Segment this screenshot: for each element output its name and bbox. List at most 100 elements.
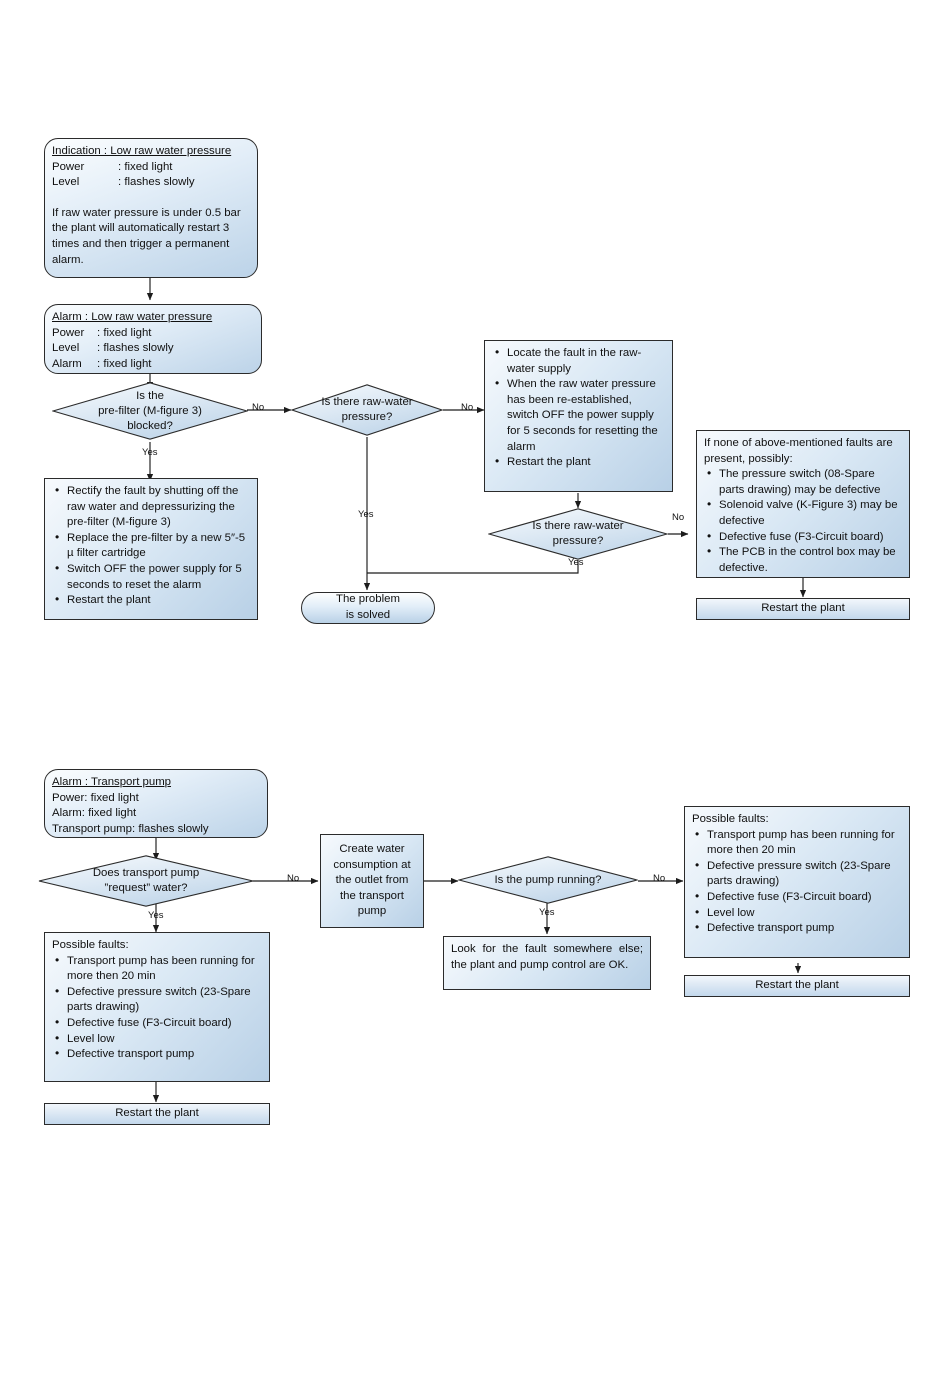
possible-faults-right-list: Transport pump has been running for more… bbox=[692, 827, 902, 937]
indication-row-1-value: : flashes slowly bbox=[118, 176, 195, 189]
decision-rawwater-1-line1: Is there raw-water bbox=[321, 396, 413, 408]
label-prefilter-no: No bbox=[252, 402, 265, 413]
indication-header: Indication : Low raw water pressure bbox=[52, 145, 232, 157]
decision-pump-request-shape bbox=[38, 855, 254, 907]
alarm1-row-2: Alarm : fixed light bbox=[52, 357, 254, 373]
decision-pump-running-line1: Is the pump running? bbox=[494, 873, 602, 886]
label-pump-running-no: No bbox=[653, 873, 666, 884]
node-look-elsewhere: Look for the fault somewhere else; the p… bbox=[443, 936, 651, 990]
node-action-supply: Locate the fault in the raw-water supply… bbox=[484, 340, 673, 492]
alarm1-row-0-key: Power bbox=[52, 326, 85, 339]
label-pump-running-yes: Yes bbox=[539, 907, 555, 918]
look-elsewhere-text: Look for the fault somewhere else; the p… bbox=[451, 943, 643, 971]
possible-faults-1-item-1: Solenoid valve (K-Figure 3) may be defec… bbox=[707, 497, 902, 529]
decision-rawwater-1-shape bbox=[291, 384, 443, 436]
possible-faults-1-item-0: The pressure switch (08-Spare parts draw… bbox=[707, 466, 902, 498]
decision-rawwater-1: Is there raw-water pressure? bbox=[291, 384, 443, 436]
action-prefilter-item-0: Rectify the fault by shutting off the ra… bbox=[55, 483, 250, 531]
create-consumption-line-1: consumption at bbox=[333, 858, 411, 871]
decision-pump-request-line2: ”request” water? bbox=[104, 882, 188, 894]
create-consumption-line-3: the transport bbox=[340, 889, 404, 902]
node-action-prefilter: Rectify the fault by shutting off the ra… bbox=[44, 478, 258, 620]
create-consumption-line-4: pump bbox=[357, 905, 387, 918]
node-alarm-low-raw-water: Alarm : Low raw water pressure Power : f… bbox=[44, 304, 262, 374]
decision-prefilter-shape bbox=[52, 382, 248, 440]
problem-solved-line1: The problem bbox=[336, 593, 400, 606]
possible-faults-right-item-1: Defective pressure switch (23-Spare part… bbox=[695, 858, 902, 890]
action-prefilter-list: Rectify the fault by shutting off the ra… bbox=[52, 483, 250, 609]
action-prefilter-item-3: Restart the plant bbox=[55, 592, 250, 609]
possible-faults-left-item-3: Level low bbox=[55, 1031, 262, 1048]
possible-faults-right-item-0: Transport pump has been running for more… bbox=[695, 827, 902, 859]
alarm1-row-0-value: : fixed light bbox=[97, 326, 152, 339]
node-problem-solved: The problem is solved bbox=[301, 592, 435, 624]
indication-note: If raw water pressure is under 0.5 bar t… bbox=[52, 206, 241, 266]
decision-pump-running-shape bbox=[458, 856, 638, 904]
alarm2-row-1: Alarm: fixed light bbox=[52, 806, 260, 822]
possible-faults-1-item-3: The PCB in the control box may be defect… bbox=[707, 544, 902, 576]
decision-rawwater-2: Is there raw-water pressure? bbox=[488, 508, 668, 560]
create-consumption-text: Create water consumption at the outlet f… bbox=[333, 842, 410, 920]
alarm2-row-2-key: Transport pump: bbox=[52, 822, 136, 835]
node-indication: Indication : Low raw water pressure Powe… bbox=[44, 138, 258, 278]
indication-row-0-key: Power bbox=[52, 160, 85, 173]
decision-pump-running: Is the pump running? bbox=[458, 856, 638, 904]
node-possible-faults-left: Possible faults: Transport pump has been… bbox=[44, 932, 270, 1082]
decision-pump-running-text: Is the pump running? bbox=[458, 856, 638, 904]
possible-faults-1-lead: If none of above-mentioned faults are pr… bbox=[704, 437, 893, 465]
alarm1-row-0: Power : fixed light bbox=[52, 326, 254, 342]
action-supply-item-0: Locate the fault in the raw-water supply bbox=[495, 345, 665, 377]
alarm2-row-0-value: fixed light bbox=[90, 791, 139, 804]
possible-faults-left-lead: Possible faults: bbox=[52, 939, 129, 951]
create-consumption-line-2: the outlet from bbox=[335, 874, 409, 887]
alarm1-row-1: Level : flashes slowly bbox=[52, 341, 254, 357]
edge-raw2-yes bbox=[367, 560, 579, 574]
action-prefilter-item-1: Replace the pre-filter by a new 5″-5 µ f… bbox=[55, 530, 250, 562]
label-prefilter-yes: Yes bbox=[142, 447, 158, 458]
decision-rawwater-1-line2: pressure? bbox=[341, 411, 393, 423]
node-restart-plant-left: Restart the plant bbox=[44, 1103, 270, 1125]
decision-rawwater-2-line2: pressure? bbox=[552, 535, 604, 547]
label-rawwater-1-yes: Yes bbox=[358, 509, 374, 520]
decision-rawwater-2-shape bbox=[488, 508, 668, 560]
possible-faults-left-item-0: Transport pump has been running for more… bbox=[55, 953, 262, 985]
possible-faults-right-item-4: Defective transport pump bbox=[695, 920, 902, 937]
alarm1-row-2-value: : fixed light bbox=[97, 357, 152, 370]
alarm1-header: Alarm : Low raw water pressure bbox=[52, 311, 213, 323]
node-possible-faults-1: If none of above-mentioned faults are pr… bbox=[696, 430, 910, 578]
label-pump-request-yes: Yes bbox=[148, 910, 164, 921]
possible-faults-right-item-2: Defective fuse (F3-Circuit board) bbox=[695, 889, 902, 906]
decision-prefilter-blocked: Is the pre-filter (M-figure 3) blocked? bbox=[52, 382, 248, 440]
possible-faults-1-item-2: Defective fuse (F3-Circuit board) bbox=[707, 529, 902, 546]
decision-pump-request-line1: Does transport pump bbox=[92, 867, 200, 879]
label-rawwater-2-no: No bbox=[672, 512, 685, 523]
decision-rawwater-2-text: Is there raw-water pressure? bbox=[488, 508, 668, 560]
action-supply-list: Locate the fault in the raw-water supply… bbox=[492, 345, 665, 471]
node-restart-plant-right: Restart the plant bbox=[684, 975, 910, 997]
alarm1-row-1-value: : flashes slowly bbox=[97, 342, 174, 355]
restart-plant-1-label: Restart the plant bbox=[761, 602, 845, 615]
indication-row-0-value: : fixed light bbox=[118, 160, 173, 173]
indication-row-1-key: Level bbox=[52, 176, 80, 189]
decision-prefilter-line1: Is the bbox=[136, 389, 164, 402]
indication-row-0: Power : fixed light bbox=[52, 160, 250, 176]
alarm1-row-2-key: Alarm bbox=[52, 357, 82, 370]
possible-faults-left-item-2: Defective fuse (F3-Circuit board) bbox=[55, 1015, 262, 1032]
possible-faults-right-item-3: Level low bbox=[695, 905, 902, 922]
create-consumption-line-0: Create water bbox=[339, 843, 405, 856]
alarm2-header: Alarm : Transport pump bbox=[52, 776, 172, 788]
node-restart-plant-1: Restart the plant bbox=[696, 598, 910, 620]
possible-faults-left-item-1: Defective pressure switch (23-Spare part… bbox=[55, 984, 262, 1016]
alarm2-row-2-value: flashes slowly bbox=[138, 822, 209, 835]
restart-plant-left-label: Restart the plant bbox=[115, 1107, 199, 1120]
possible-faults-left-item-4: Defective transport pump bbox=[55, 1046, 262, 1063]
problem-solved-text: The problem is solved bbox=[336, 592, 400, 623]
indication-row-1: Level : flashes slowly bbox=[52, 175, 250, 191]
decision-rawwater-2-line1: Is there raw-water bbox=[532, 520, 624, 532]
label-rawwater-2-yes: Yes bbox=[568, 557, 584, 568]
alarm2-row-1-key: Alarm: bbox=[52, 807, 85, 820]
node-alarm-transport-pump: Alarm : Transport pump Power: fixed ligh… bbox=[44, 769, 268, 838]
possible-faults-left-list: Transport pump has been running for more… bbox=[52, 953, 262, 1063]
action-supply-item-2: Restart the plant bbox=[495, 454, 665, 471]
